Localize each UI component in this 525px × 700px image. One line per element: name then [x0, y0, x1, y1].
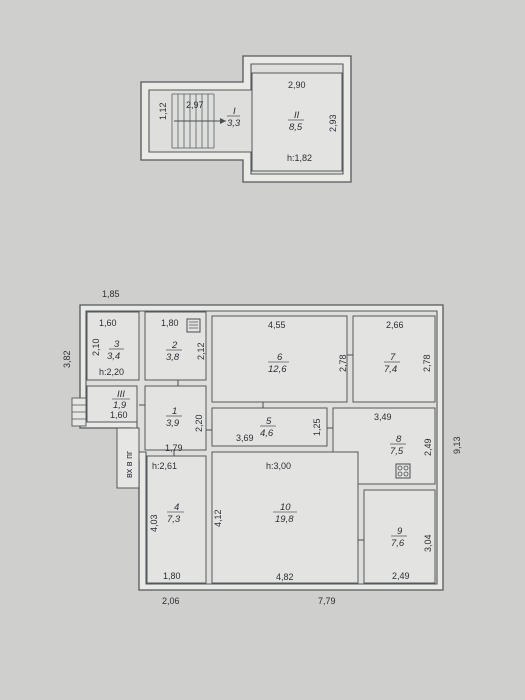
room-8-width: 3,49 [374, 412, 392, 422]
room-10-width: 4,82 [276, 572, 294, 582]
upper-room-ii-depth: 2,93 [328, 114, 338, 132]
porch-iii [86, 385, 138, 423]
room-9-depth: 3,04 [423, 534, 433, 552]
stove-icon [186, 318, 201, 333]
main-plan: вх в пг 1,85 3,82 [62, 289, 462, 606]
upper-room-ii-number: II [294, 110, 300, 121]
stair-treads [171, 93, 226, 149]
room-3-number: 3 [114, 339, 120, 350]
room-6 [211, 315, 348, 403]
room-5 [211, 407, 328, 447]
room-7-depth: 2,78 [422, 354, 432, 372]
room-1-number: 1 [172, 406, 177, 417]
room-5-area: 4,6 [260, 428, 274, 439]
room-2-area: 3,8 [166, 352, 180, 363]
room-5-depth: 1,25 [312, 418, 322, 436]
room-9-area: 7,6 [391, 538, 405, 549]
room-2-width: 1,80 [161, 318, 179, 328]
room-10-depth: 4,12 [213, 509, 223, 527]
dim-overall-width: 7,79 [318, 596, 336, 606]
room-3-area: 3,4 [107, 351, 120, 362]
upper-room-ii [251, 72, 343, 172]
dim-top-left: 1,85 [102, 289, 120, 299]
room-4 [146, 455, 207, 584]
room-8-depth: 2,49 [423, 438, 433, 456]
porch-iii-area: 1,9 [113, 400, 127, 411]
stair-length-label: 2,97 [186, 100, 204, 110]
room-7-area: 7,4 [384, 364, 397, 375]
room-9-width: 2,49 [392, 571, 410, 581]
room-2 [144, 311, 207, 381]
room-9-number: 9 [397, 526, 403, 537]
porch-iii-number: III [117, 389, 125, 400]
room-6-width: 4,55 [268, 320, 286, 330]
room-10 [211, 451, 359, 584]
room-3-depth: 2,10 [91, 338, 101, 356]
room-3 [86, 311, 140, 381]
stair-width-label: 1,12 [158, 102, 168, 120]
room-3-height: h:2,20 [99, 367, 124, 377]
room-1-dim: 2,20 [194, 414, 204, 432]
room-5-width: 3,69 [236, 433, 254, 443]
porch-steps [71, 397, 87, 427]
room-4-depth: 4,03 [149, 514, 159, 532]
room-4-area: 7,3 [167, 514, 181, 525]
room-10-number: 10 [280, 502, 291, 513]
room-3-width: 1,60 [99, 318, 117, 328]
room-5-number: 5 [266, 416, 272, 427]
room-6-number: 6 [277, 352, 283, 363]
room-2-depth: 2,12 [196, 342, 206, 360]
cellar-entrance [116, 427, 140, 489]
room-1-area: 3,9 [166, 418, 180, 429]
upper-room-i-area: 3,3 [227, 118, 241, 129]
upper-room-ii-height: h:1,82 [287, 153, 312, 163]
room-6-area: 12,6 [268, 364, 287, 375]
upper-room-i-number: I [233, 106, 236, 117]
dim-bottom-left: 2,06 [162, 596, 180, 606]
room-10-area: 19,8 [275, 514, 294, 525]
room-4-width: 1,80 [163, 571, 181, 581]
door-marks [139, 354, 364, 541]
room-6-depth: 2,78 [338, 354, 348, 372]
upper-room-ii-area: 8,5 [289, 122, 303, 133]
room-10-height: h:3,00 [266, 461, 291, 471]
cooktop-icon [395, 463, 411, 479]
room-7-number: 7 [390, 352, 396, 363]
room-4-top-width: 1,79 [165, 443, 183, 453]
porch-iii-width: 1,60 [110, 410, 128, 420]
stair-arrow-head [220, 118, 226, 124]
room-8-number: 8 [396, 434, 402, 445]
room-4-height: h:2,61 [152, 461, 177, 471]
cellar-entrance-note: вх в пг [124, 450, 134, 478]
upper-room-ii-width: 2,90 [288, 80, 306, 90]
room-8-area: 7,5 [390, 446, 404, 457]
room-4-number: 4 [174, 502, 179, 513]
room-2-number: 2 [171, 340, 178, 351]
room-1 [144, 385, 207, 451]
dim-left-depth: 3,82 [62, 350, 72, 368]
room-7-width: 2,66 [386, 320, 404, 330]
dim-overall-depth: 9,13 [452, 436, 462, 454]
room-9 [363, 489, 436, 584]
room-7 [352, 315, 436, 403]
upper-plan: 1,12 2,97 I 3,3 2,90 2,93 II 8,5 h:1,82 [140, 55, 352, 183]
